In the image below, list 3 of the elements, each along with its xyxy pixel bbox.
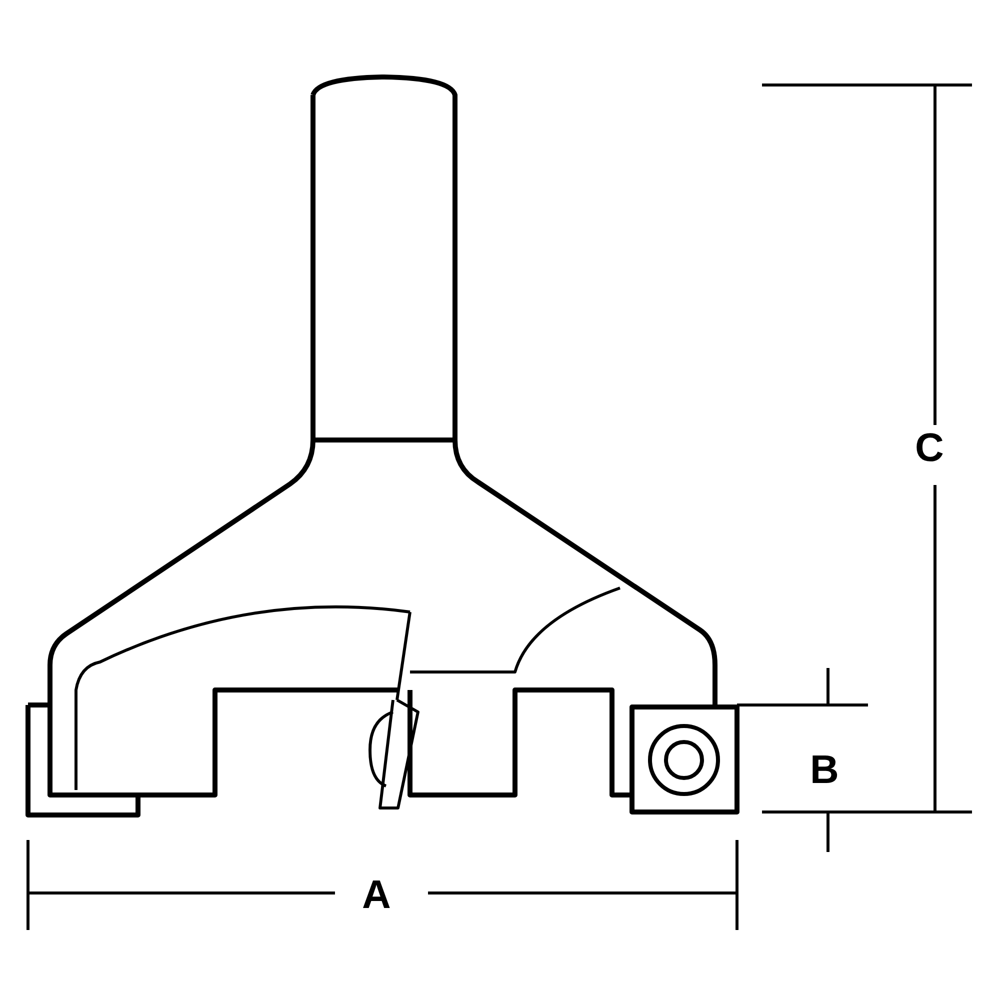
dimension-label: C: [915, 428, 944, 468]
dimension-label: B: [810, 750, 839, 790]
dimension-label: A: [362, 875, 391, 915]
